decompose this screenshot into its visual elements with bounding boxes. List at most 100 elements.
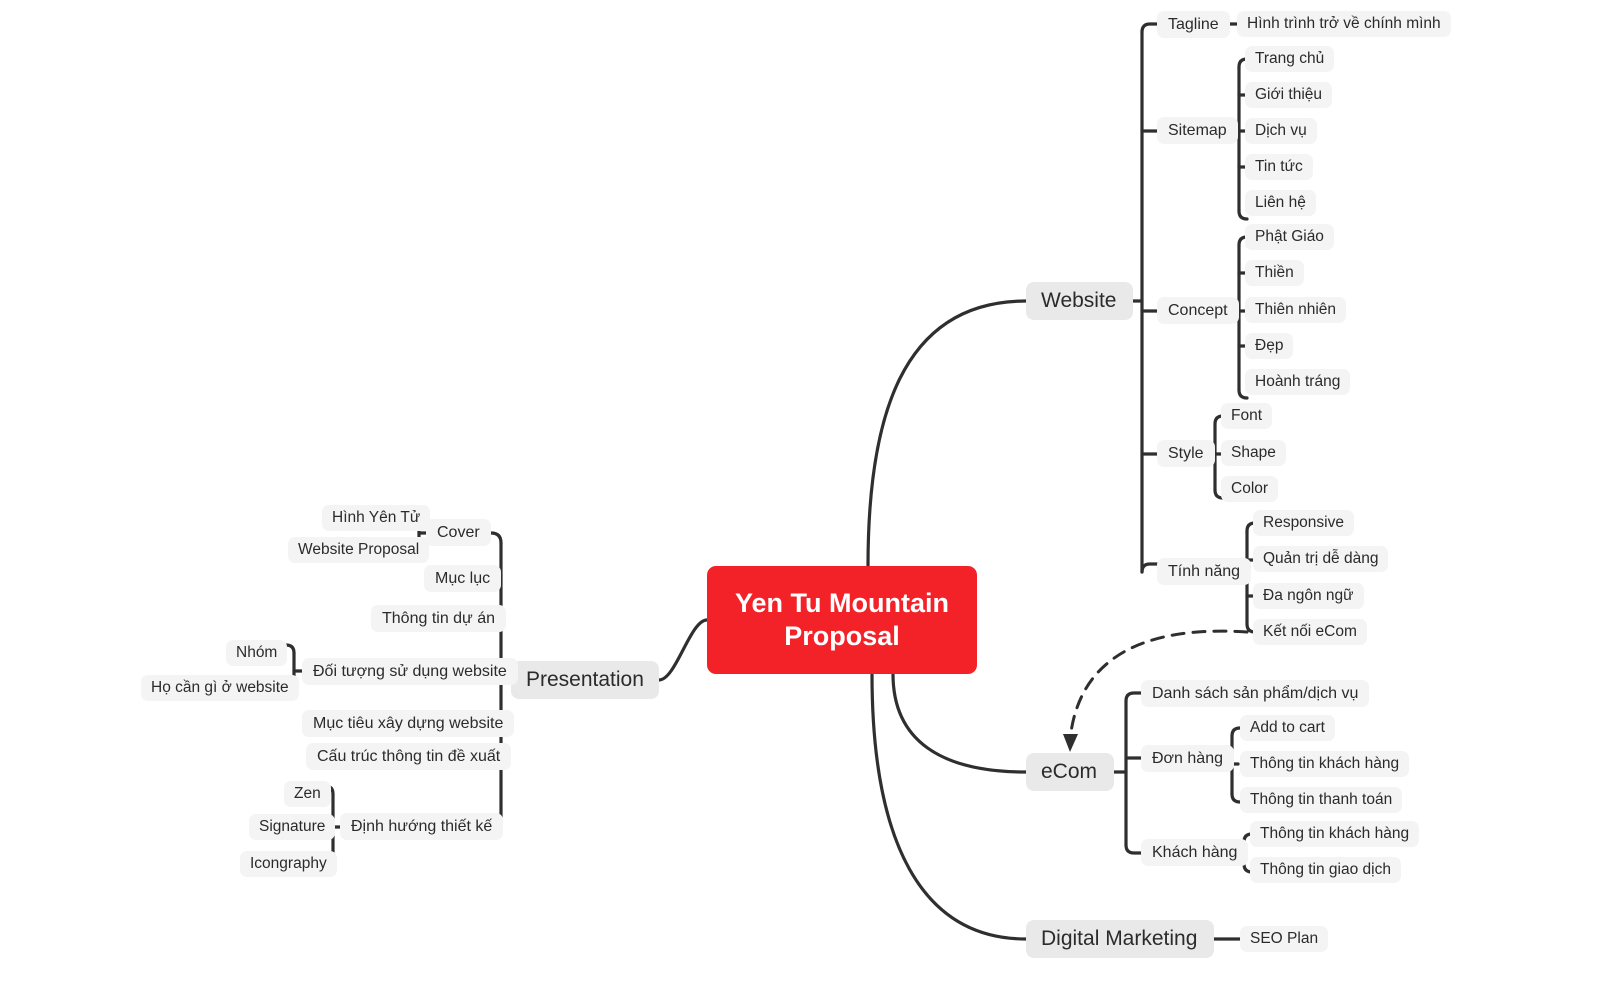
node-label: Khách hàng — [1152, 843, 1238, 861]
edge-donhang-cap-bot — [1230, 792, 1242, 804]
edge-root-website — [866, 299, 1028, 568]
node-tinh-nang-da-ngon-ngu[interactable]: Đa ngôn ngữ — [1253, 583, 1364, 609]
node-label: Zen — [294, 785, 321, 802]
node-dinh-huong-thiet-ke[interactable]: Định hướng thiết kế — [340, 813, 504, 840]
node-cover[interactable]: Cover — [426, 519, 491, 546]
edge-ecom-cap-top — [1124, 691, 1143, 703]
node-label: Website Proposal — [298, 541, 420, 558]
node-don-hang-add-to-cart[interactable]: Add to cart — [1240, 715, 1335, 741]
edge-root-ecom — [891, 672, 1028, 774]
node-label: Icongraphy — [250, 855, 327, 872]
branch-label: Digital Marketing — [1041, 927, 1198, 950]
node-concept-thien-nhien[interactable]: Thiên nhiên — [1245, 297, 1347, 323]
node-sitemap-gioi-thieu[interactable]: Giới thiệu — [1245, 82, 1333, 108]
node-label: Shape — [1231, 444, 1276, 461]
root-node[interactable]: Yen Tu Mountain Proposal — [707, 566, 977, 674]
root-node-label: Yen Tu Mountain Proposal — [735, 588, 949, 651]
branch-node-presentation[interactable]: Presentation — [511, 661, 659, 699]
node-sitemap-dich-vu[interactable]: Dịch vụ — [1245, 118, 1317, 144]
node-label: Hoành tráng — [1255, 373, 1341, 390]
branch-node-ecom[interactable]: eCom — [1026, 753, 1114, 791]
node-concept-thien[interactable]: Thiền — [1245, 260, 1304, 286]
node-seo-plan[interactable]: SEO Plan — [1240, 926, 1329, 952]
node-don-hang-thong-tin-thanh-toan[interactable]: Thông tin thanh toán — [1240, 787, 1403, 813]
node-label: Add to cart — [1250, 719, 1325, 736]
node-label: Mục tiêu xây dựng website — [313, 714, 504, 732]
node-label: Hình Yên Tử — [332, 509, 421, 526]
node-label: Thông tin khách hàng — [1260, 825, 1410, 842]
node-label: Phật Giáo — [1255, 228, 1324, 245]
edge-website-rail-bot-cap — [1140, 562, 1159, 574]
node-label: SEO Plan — [1250, 930, 1319, 947]
node-doi-tuong-nhom[interactable]: Nhóm — [226, 640, 288, 666]
node-label: Cover — [437, 523, 480, 541]
node-concept-phat-giao[interactable]: Phật Giáo — [1245, 224, 1334, 250]
node-label: Thông tin thanh toán — [1250, 791, 1393, 808]
crosslink-arrowhead — [1063, 734, 1078, 752]
node-thong-tin-du-an[interactable]: Thông tin dự án — [371, 605, 507, 632]
node-muc-tieu-xay-dung-website[interactable]: Mục tiêu xây dựng website — [302, 710, 515, 737]
node-label: Thông tin khách hàng — [1250, 755, 1400, 772]
node-don-hang-thong-tin-khach-hang[interactable]: Thông tin khách hàng — [1240, 751, 1410, 777]
node-tinh-nang-ket-noi-ecom[interactable]: Kết nối eCom — [1253, 619, 1367, 645]
edge-ecom-cap-bot — [1124, 843, 1143, 855]
node-sitemap-trang-chu[interactable]: Trang chủ — [1245, 46, 1335, 72]
node-label: Giới thiệu — [1255, 86, 1323, 103]
node-concept-dep[interactable]: Đẹp — [1245, 333, 1294, 359]
node-label: Định hướng thiết kế — [351, 817, 493, 835]
node-label: Signature — [259, 818, 326, 835]
node-label: Tagline — [1168, 15, 1219, 33]
branch-node-website[interactable]: Website — [1026, 282, 1133, 320]
node-label: Liên hệ — [1255, 194, 1306, 211]
node-style-color[interactable]: Color — [1221, 476, 1279, 502]
node-sitemap[interactable]: Sitemap — [1157, 117, 1238, 144]
node-style-shape[interactable]: Shape — [1221, 440, 1286, 466]
node-label: Cấu trúc thông tin đề xuất — [317, 747, 501, 765]
node-doi-tuong-ho-can-gi[interactable]: Họ cần gì ở website — [141, 675, 299, 701]
node-concept-hoanh-trang[interactable]: Hoành tráng — [1245, 369, 1351, 395]
node-label: Danh sách sản phẩm/dịch vụ — [1152, 684, 1359, 702]
node-concept[interactable]: Concept — [1157, 297, 1239, 324]
edge-website-rail-top-cap — [1140, 22, 1159, 34]
node-label: Tính năng — [1168, 562, 1241, 580]
node-cau-truc-thong-tin-de-xuat[interactable]: Cấu trúc thông tin đề xuất — [306, 743, 512, 770]
node-label: Font — [1231, 407, 1263, 424]
node-doi-tuong-su-dung-website[interactable]: Đối tượng sử dụng website — [302, 658, 518, 685]
node-khach-hang[interactable]: Khách hàng — [1141, 839, 1249, 866]
node-dinh-huong-icongraphy[interactable]: Icongraphy — [240, 851, 337, 877]
node-label: Kết nối eCom — [1263, 623, 1357, 640]
node-label: Thông tin dự án — [382, 609, 496, 627]
node-tinh-nang-quan-tri[interactable]: Quản trị dễ dàng — [1253, 546, 1389, 572]
node-style-font[interactable]: Font — [1221, 403, 1273, 429]
branch-node-digital-marketing[interactable]: Digital Marketing — [1026, 920, 1214, 958]
node-sitemap-tin-tuc[interactable]: Tin tức — [1245, 154, 1313, 180]
node-label: Đối tượng sử dụng website — [313, 662, 507, 680]
node-don-hang[interactable]: Đơn hàng — [1141, 745, 1234, 772]
node-label: Thiên nhiên — [1255, 301, 1337, 318]
node-tagline[interactable]: Tagline — [1157, 11, 1230, 38]
node-dinh-huong-zen[interactable]: Zen — [284, 781, 331, 807]
edge-root-digital — [870, 672, 1028, 941]
node-danh-sach-san-pham[interactable]: Danh sách sản phẩm/dịch vụ — [1141, 680, 1370, 707]
node-tinh-nang[interactable]: Tính năng — [1157, 558, 1252, 585]
edge-donhang-cap-top — [1230, 726, 1242, 738]
node-label: Mục lục — [435, 569, 491, 587]
node-dinh-huong-signature[interactable]: Signature — [249, 814, 336, 840]
node-tagline-value[interactable]: Hình trình trở về chính mình — [1237, 11, 1451, 37]
node-cover-hinh-yen-tu[interactable]: Hình Yên Tử — [322, 505, 431, 531]
node-label: Thiền — [1255, 264, 1294, 281]
edge-doituong-cap-top — [284, 643, 296, 655]
node-sitemap-lien-he[interactable]: Liên hệ — [1245, 190, 1316, 216]
node-tinh-nang-responsive[interactable]: Responsive — [1253, 510, 1354, 536]
node-muc-luc[interactable]: Mục lục — [424, 565, 502, 592]
node-cover-website-proposal[interactable]: Website Proposal — [288, 537, 430, 563]
branch-label: Presentation — [526, 668, 644, 691]
node-khach-hang-thong-tin-khach-hang[interactable]: Thông tin khách hàng — [1250, 821, 1420, 847]
node-style[interactable]: Style — [1157, 440, 1215, 467]
edge-root-presentation — [657, 618, 709, 682]
node-label: Nhóm — [236, 644, 278, 661]
node-label: Họ cần gì ở website — [151, 679, 289, 696]
node-khach-hang-thong-tin-giao-dich[interactable]: Thông tin giao dịch — [1250, 857, 1401, 883]
